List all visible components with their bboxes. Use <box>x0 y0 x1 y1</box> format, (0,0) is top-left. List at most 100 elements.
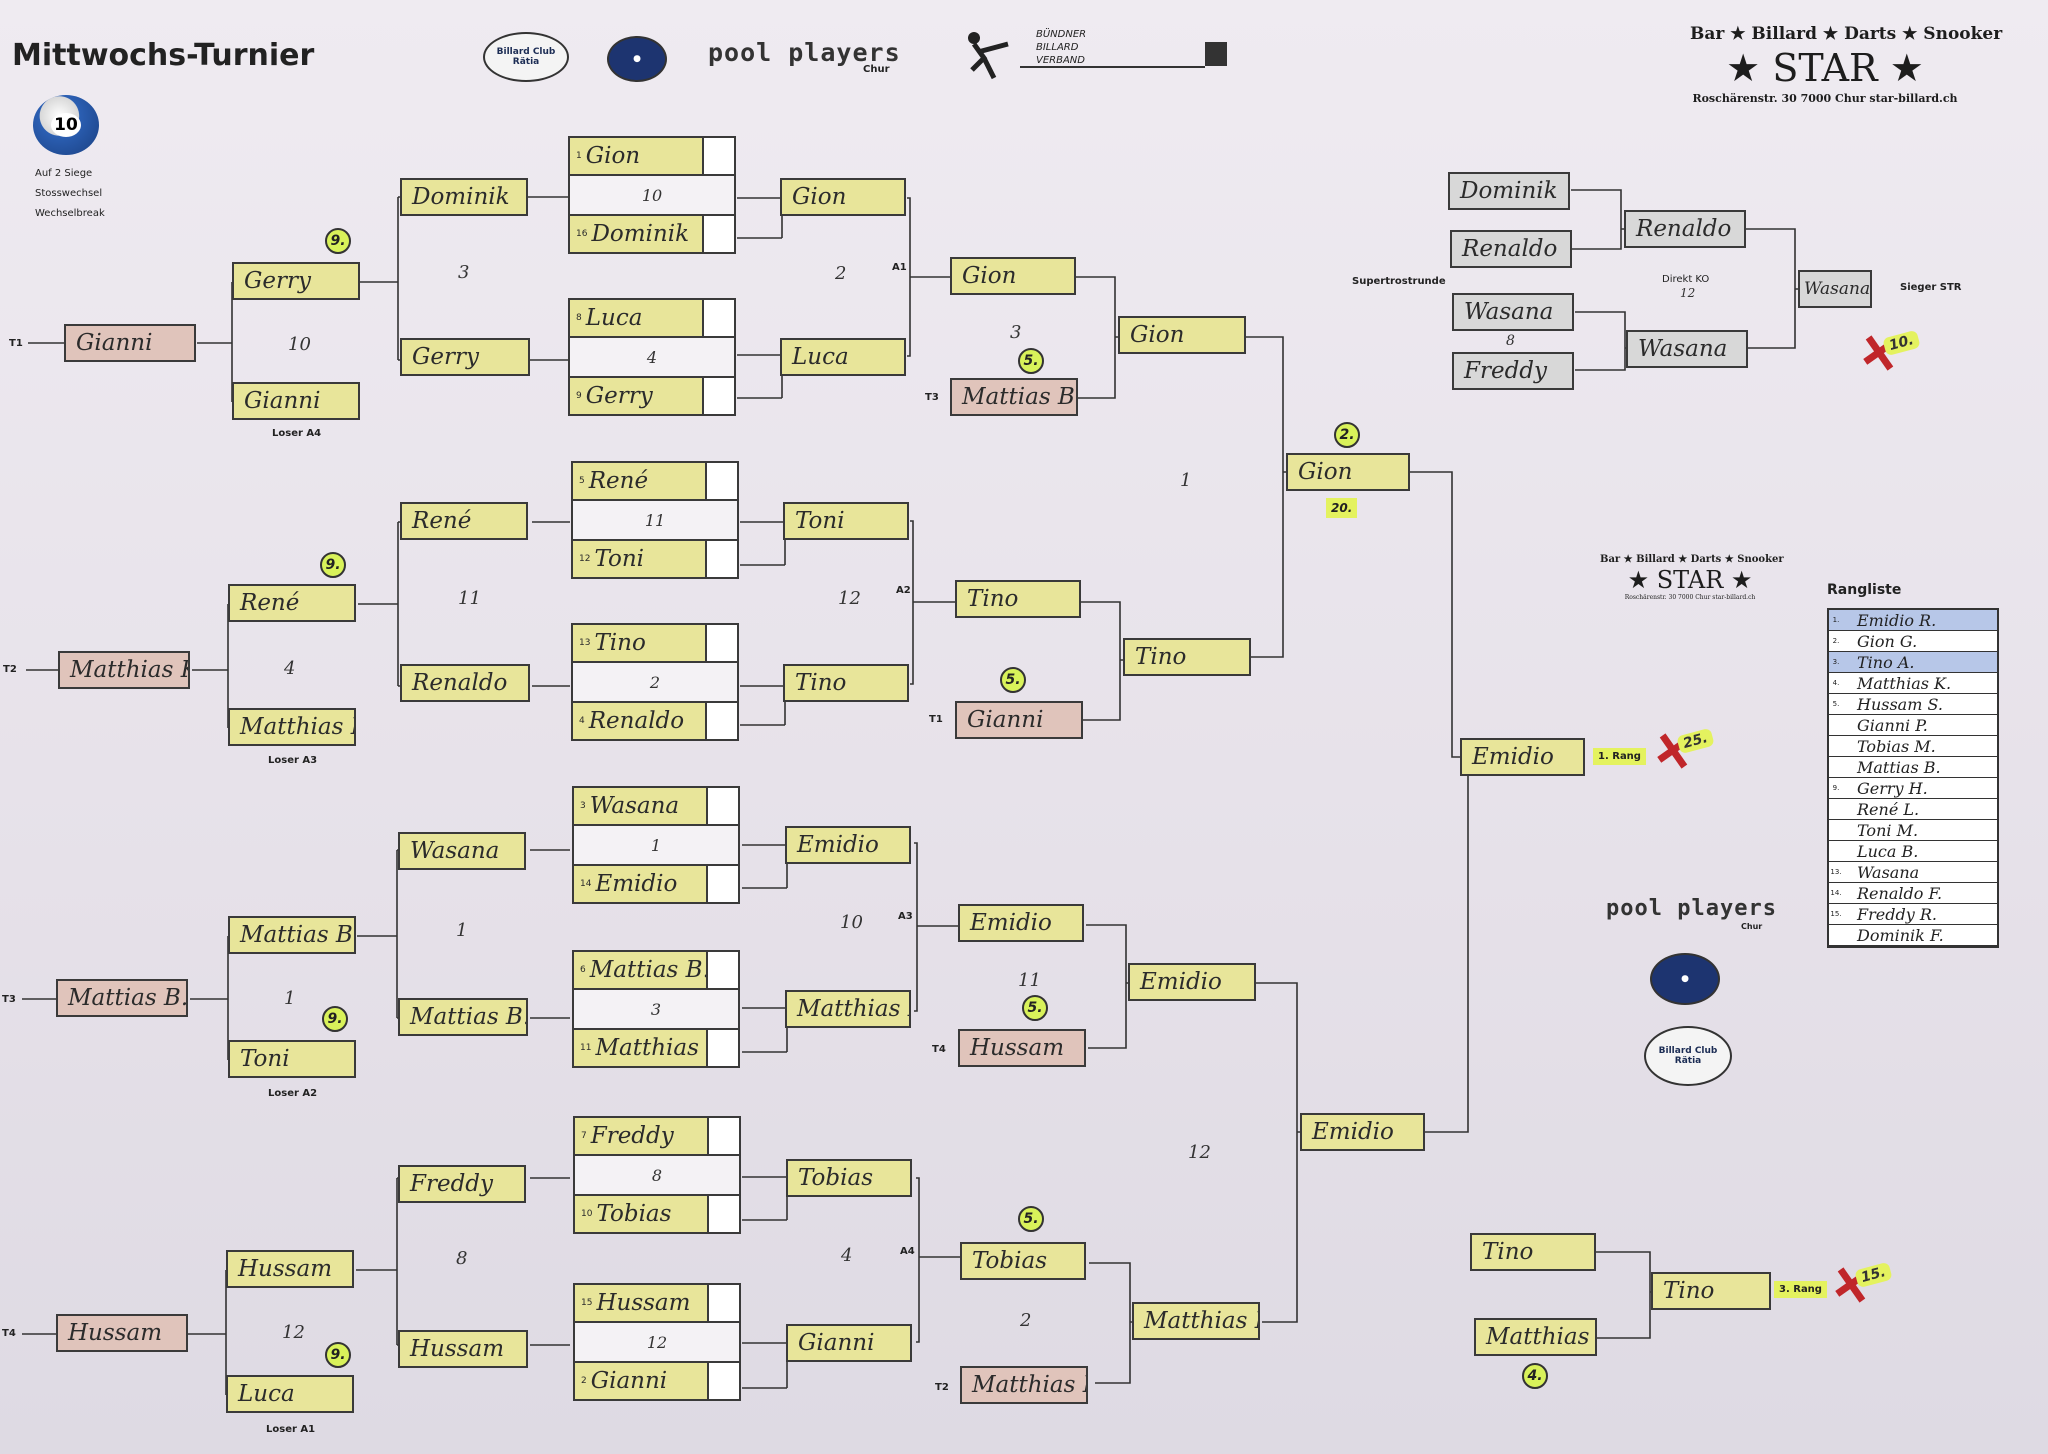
winners-r2-player[interactable]: Luca <box>780 338 906 376</box>
losers-r2-player[interactable]: Luca <box>226 1375 354 1413</box>
losers-r1-player[interactable]: Hussam <box>398 1330 528 1368</box>
super-winner[interactable]: Wasana <box>1798 270 1872 308</box>
winners-r2-player[interactable]: Gianni <box>786 1324 912 1362</box>
rank-player: Tino A. <box>1857 652 1915 672</box>
player-label: Gerry <box>585 383 653 409</box>
rank-number: 3. <box>1832 658 1840 666</box>
super-r2-player[interactable]: Renaldo <box>1624 210 1746 248</box>
losers-r1-player[interactable]: Mattias B. <box>398 998 528 1036</box>
rank-player: Renaldo F. <box>1857 883 1943 903</box>
winners-r2-player[interactable]: Toni <box>783 502 909 540</box>
losers-r2-player[interactable]: Toni <box>228 1040 356 1078</box>
qf-player[interactable]: Matthias K. <box>960 1366 1088 1404</box>
winners-r2-player[interactable]: Tino <box>783 664 909 702</box>
losers-r1-player[interactable]: Freddy <box>398 1165 526 1203</box>
rank-badge: 9. <box>325 1342 351 1368</box>
qf-player[interactable]: Gion <box>950 257 1076 295</box>
super-player[interactable]: Wasana <box>1452 293 1574 331</box>
rank-number: 5. <box>1832 700 1840 708</box>
losers-r2-player[interactable]: Hussam <box>226 1250 354 1288</box>
winners-r2-player[interactable]: Gion <box>780 178 906 216</box>
rank-player: Toni M. <box>1857 820 1919 840</box>
pool-club-logo-small: ● <box>1650 953 1720 1005</box>
losers-r2-player[interactable]: Gianni <box>232 382 360 420</box>
third-winner[interactable]: Tino <box>1651 1272 1771 1310</box>
drop-in-player[interactable]: Gianni <box>64 324 196 362</box>
winners-r2-player[interactable]: Tobias <box>786 1159 912 1197</box>
seed-number: 12 <box>579 554 591 564</box>
qf-player[interactable]: Hussam <box>958 1029 1086 1067</box>
super-r2-player[interactable]: Wasana <box>1626 330 1748 368</box>
winners-r2-player[interactable]: Emidio <box>785 826 911 864</box>
match-score: 3 <box>1010 322 1022 343</box>
losers-r2-player[interactable]: Mattias B. <box>228 916 356 954</box>
rank-player: Dominik F. <box>1857 925 1944 945</box>
third-player[interactable]: Tino <box>1470 1233 1596 1271</box>
super-player[interactable]: Freddy <box>1452 352 1574 390</box>
final-bottom-winner[interactable]: Emidio <box>1300 1113 1425 1151</box>
rank-badge: 9. <box>320 552 346 578</box>
sf-winner[interactable]: Emidio <box>1128 963 1256 1001</box>
rank-badge: 9. <box>322 1006 348 1032</box>
bracket-tag: T2 <box>935 1382 949 1393</box>
losers-r2-player[interactable]: Gerry <box>232 262 360 300</box>
rank-number: 14. <box>1830 889 1842 897</box>
rank-player: Mattias B. <box>1857 757 1941 777</box>
winners-r2-player[interactable]: Matthias K. <box>785 990 911 1028</box>
qf-player[interactable]: Gianni <box>955 701 1083 739</box>
champion-box[interactable]: Emidio <box>1460 738 1585 776</box>
match-score: 11 <box>458 588 481 609</box>
match-score: 1 <box>456 920 468 941</box>
rank-player: Freddy R. <box>1857 904 1937 924</box>
seed-number: 8 <box>576 313 582 323</box>
super-player[interactable]: Renaldo <box>1450 230 1572 268</box>
losers-r1-player[interactable]: Gerry <box>400 338 530 376</box>
losers-r1-player[interactable]: Renaldo <box>400 664 530 702</box>
verband-logo: BÜNDNER BILLARD VERBAND <box>1036 29 1087 66</box>
final-top-winner[interactable]: Gion <box>1286 453 1410 491</box>
sf-winner[interactable]: Matthias K. <box>1132 1302 1260 1340</box>
losers-r1-player[interactable]: Dominik <box>400 178 528 216</box>
match-score: 4 <box>284 658 296 679</box>
losers-r2-player[interactable]: Matthias K. <box>228 708 356 746</box>
losers-r1-player[interactable]: Wasana <box>398 832 526 870</box>
qf-player[interactable]: Mattias B. <box>950 378 1078 416</box>
drop-in-player[interactable]: Hussam <box>56 1314 188 1352</box>
qf-player[interactable]: Tino <box>955 580 1081 618</box>
seed-number: 4 <box>579 716 585 726</box>
drop-in-player[interactable]: Mattias B. <box>56 979 188 1017</box>
super-player[interactable]: Dominik <box>1448 172 1570 210</box>
third-player[interactable]: Matthias K. <box>1474 1318 1597 1356</box>
seed-number: 1 <box>576 151 582 161</box>
drop-in-player[interactable]: Matthias K. <box>58 651 190 689</box>
rank-player: René L. <box>1857 799 1920 819</box>
sf-winner[interactable]: Tino <box>1123 638 1251 676</box>
losers-r1-player[interactable]: René <box>400 502 528 540</box>
qf-player[interactable]: Emidio <box>958 904 1084 942</box>
qf-player[interactable]: Tobias <box>960 1242 1086 1280</box>
player-label: Renaldo <box>588 708 685 734</box>
player-label: Matthias K. <box>595 1035 706 1061</box>
sf-winner[interactable]: Gion <box>1118 316 1246 354</box>
losers-r2-player[interactable]: René <box>228 584 356 622</box>
